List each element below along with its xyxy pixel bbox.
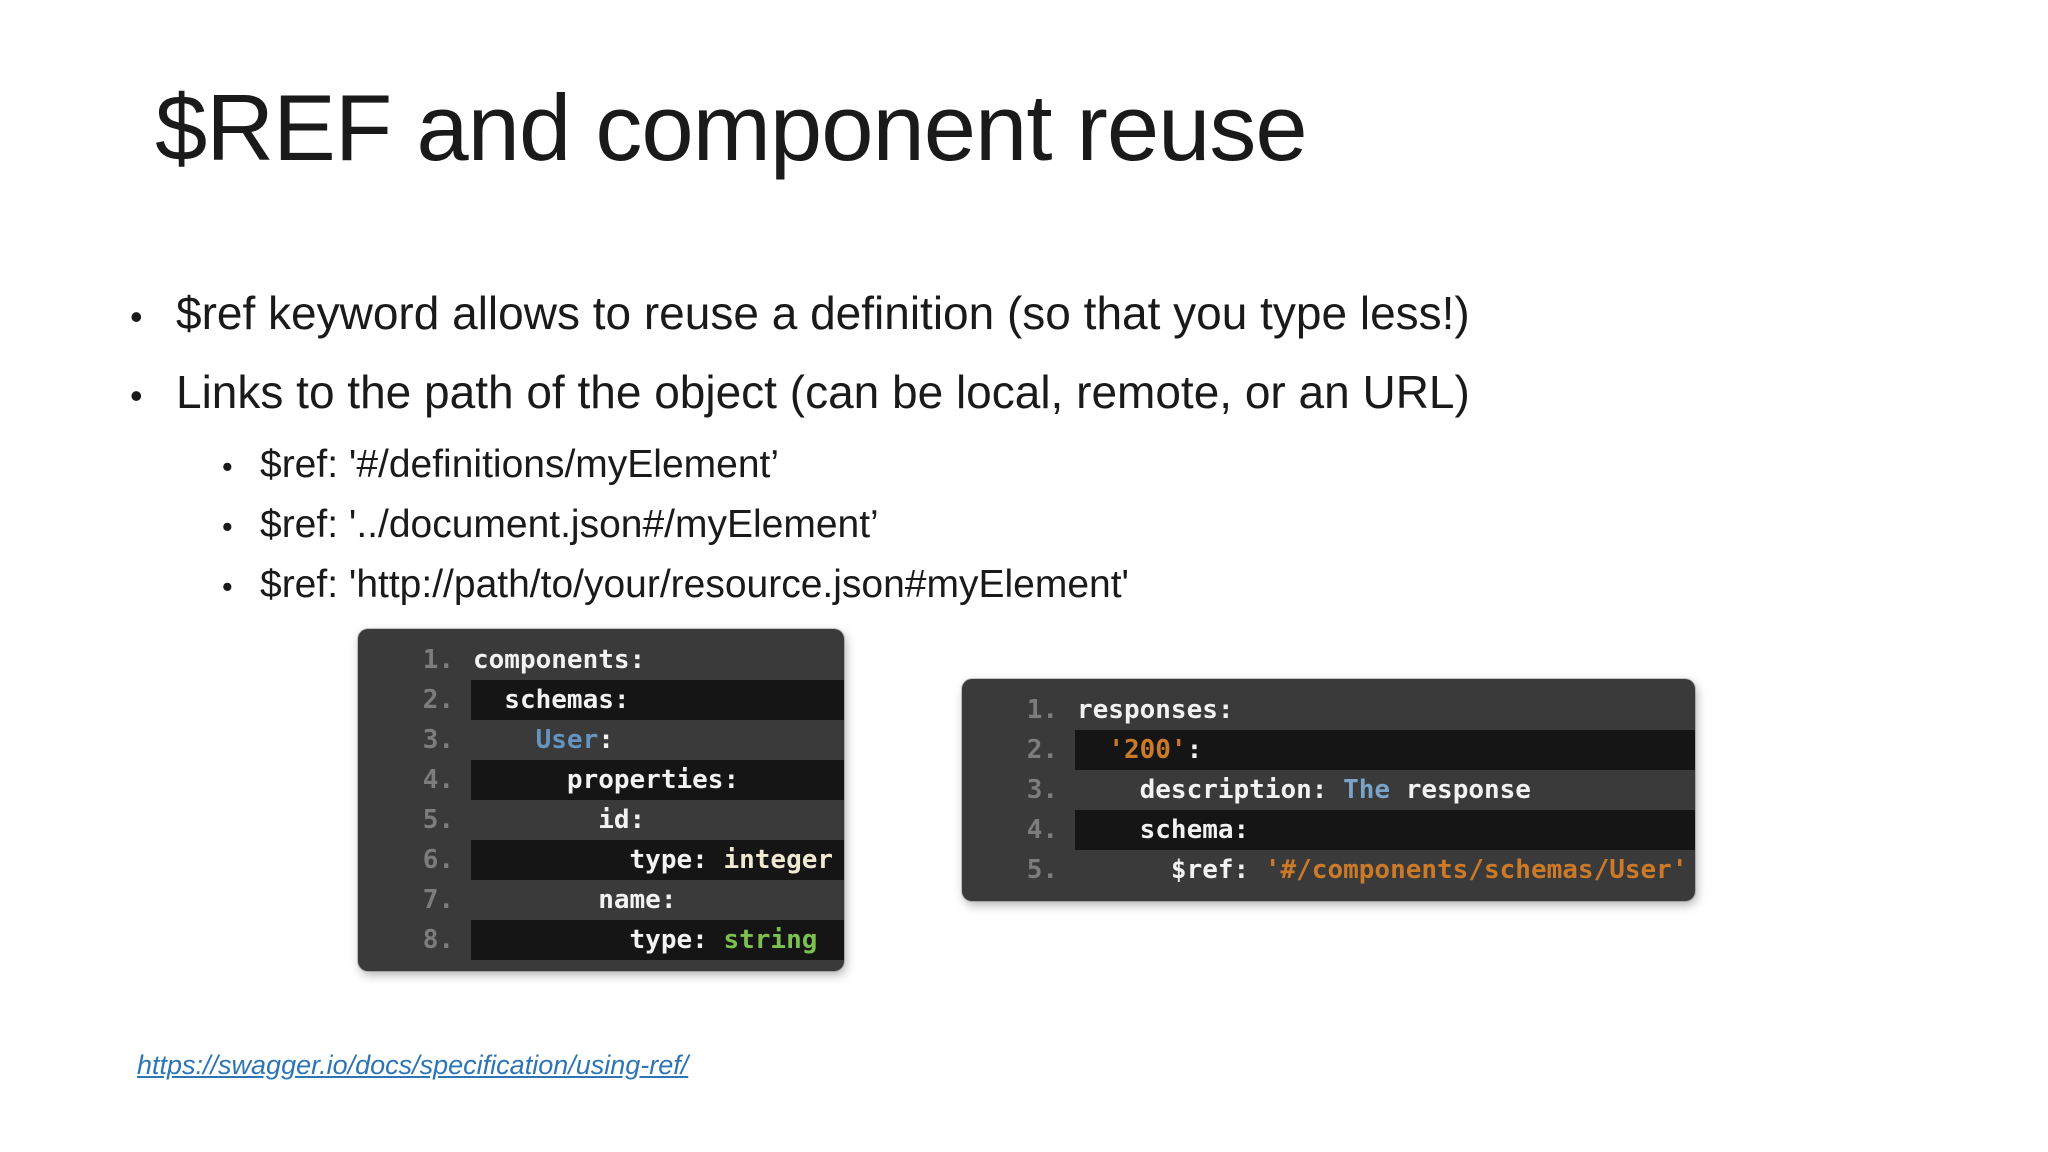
line-number: 1. bbox=[1026, 695, 1058, 725]
bullet-marker: • bbox=[130, 297, 143, 337]
code-text: responses: bbox=[1075, 690, 1695, 730]
line-number: 3. bbox=[1026, 775, 1058, 805]
code-text: name: bbox=[471, 880, 844, 920]
bullet-item: • $ref keyword allows to reuse a definiti… bbox=[130, 282, 1880, 348]
line-number: 4. bbox=[1026, 815, 1058, 845]
bullet-marker: • bbox=[222, 570, 233, 604]
slide-title: $REF and component reuse bbox=[155, 75, 1308, 180]
code-token-default: components: bbox=[473, 645, 646, 675]
source-link[interactable]: https://swagger.io/docs/specification/us… bbox=[137, 1050, 689, 1080]
code-text: $ref: '#/components/schemas/User' bbox=[1075, 850, 1695, 890]
code-text: '200': bbox=[1075, 730, 1696, 770]
code-token-orange: '#/components/schemas/User' bbox=[1264, 855, 1688, 885]
bullet-item: • Links to the path of the object (can be… bbox=[130, 361, 1880, 427]
code-token-blue: User bbox=[535, 725, 599, 755]
bullet-text: Links to the path of the object (can be … bbox=[176, 366, 1470, 418]
code-token-default: properties: bbox=[473, 765, 740, 795]
code-token-default: id: bbox=[473, 805, 646, 835]
line-number: 1. bbox=[422, 645, 454, 675]
line-number: 2. bbox=[1026, 735, 1058, 765]
sub-bullet-item: • $ref: '#/definitions/myElement’ bbox=[130, 440, 1880, 492]
bullet-marker: • bbox=[222, 450, 233, 484]
code-token-default: : bbox=[598, 725, 614, 755]
bullet-text: $ref keyword allows to reuse a definitio… bbox=[176, 287, 1470, 339]
code-line: 7. name: bbox=[358, 880, 844, 920]
code-text: schemas: bbox=[471, 680, 844, 720]
code-token-default: description: bbox=[1077, 775, 1344, 805]
code-text: description: The response bbox=[1075, 770, 1695, 810]
code-token-default bbox=[473, 725, 536, 755]
code-token-lightblue: The bbox=[1343, 775, 1391, 805]
line-number: 5. bbox=[422, 805, 454, 835]
code-line: 5. id: bbox=[358, 800, 844, 840]
sub-bullet-item: • $ref: 'http://path/to/your/resource.jso… bbox=[130, 560, 1880, 612]
code-line: 4. properties: bbox=[358, 760, 844, 800]
code-line: 1. components: bbox=[358, 640, 844, 680]
line-number: 3. bbox=[422, 725, 454, 755]
line-number: 5. bbox=[1026, 855, 1058, 885]
code-token-default: responses: bbox=[1077, 695, 1234, 725]
code-token-default: type: bbox=[473, 925, 724, 955]
code-text: components: bbox=[471, 640, 844, 680]
code-line: 4. schema: bbox=[962, 810, 1696, 850]
bullet-marker: • bbox=[222, 510, 233, 544]
line-number: 7. bbox=[422, 885, 454, 915]
code-text: schema: bbox=[1075, 810, 1696, 850]
code-token-default bbox=[1077, 735, 1108, 765]
bullet-text: $ref: '#/definitions/myElement’ bbox=[260, 443, 780, 486]
code-token-default: response bbox=[1390, 775, 1531, 805]
code-token-default: schemas: bbox=[473, 685, 630, 715]
code-block-components-schema: 1.components:2. schemas:3. User:4. prope… bbox=[358, 629, 844, 971]
bullet-list: • $ref keyword allows to reuse a definiti… bbox=[130, 282, 1880, 620]
code-block-responses-ref: 1.responses:2. '200':3. description: The… bbox=[962, 679, 1696, 901]
code-token-default: schema: bbox=[1077, 815, 1250, 845]
code-text: properties: bbox=[471, 760, 844, 800]
code-text: User: bbox=[471, 720, 844, 760]
code-token-default: : bbox=[1186, 735, 1203, 765]
bullet-text: $ref: 'http://path/to/your/resource.json… bbox=[260, 563, 1129, 606]
code-line: 3. User: bbox=[358, 720, 844, 760]
bullet-marker: • bbox=[130, 376, 143, 416]
code-line: 3. description: The response bbox=[962, 770, 1695, 810]
code-line: 2. '200': bbox=[962, 730, 1696, 770]
code-token-cream: integer bbox=[723, 845, 834, 875]
code-token-orange: '200' bbox=[1108, 735, 1187, 765]
code-text: type: integer bbox=[471, 840, 844, 880]
line-number: 2. bbox=[422, 685, 454, 715]
code-token-default: name: bbox=[473, 885, 677, 915]
line-number: 4. bbox=[422, 765, 454, 795]
line-number: 6. bbox=[422, 845, 454, 875]
sub-bullet-item: • $ref: '../document.json#/myElement’ bbox=[130, 500, 1880, 552]
code-line: 2. schemas: bbox=[358, 680, 844, 720]
code-token-green: string bbox=[723, 925, 818, 955]
bullet-text: $ref: '../document.json#/myElement’ bbox=[260, 503, 879, 546]
code-line: 8. type: string bbox=[358, 920, 844, 960]
line-number: 8. bbox=[422, 925, 454, 955]
code-text: type: string bbox=[471, 920, 844, 960]
code-line: 5. $ref: '#/components/schemas/User' bbox=[962, 850, 1695, 890]
code-token-default: type: bbox=[473, 845, 724, 875]
code-line: 6. type: integer bbox=[358, 840, 844, 880]
code-text: id: bbox=[471, 800, 844, 840]
code-line: 1. responses: bbox=[962, 690, 1695, 730]
code-token-default: $ref: bbox=[1077, 855, 1265, 885]
